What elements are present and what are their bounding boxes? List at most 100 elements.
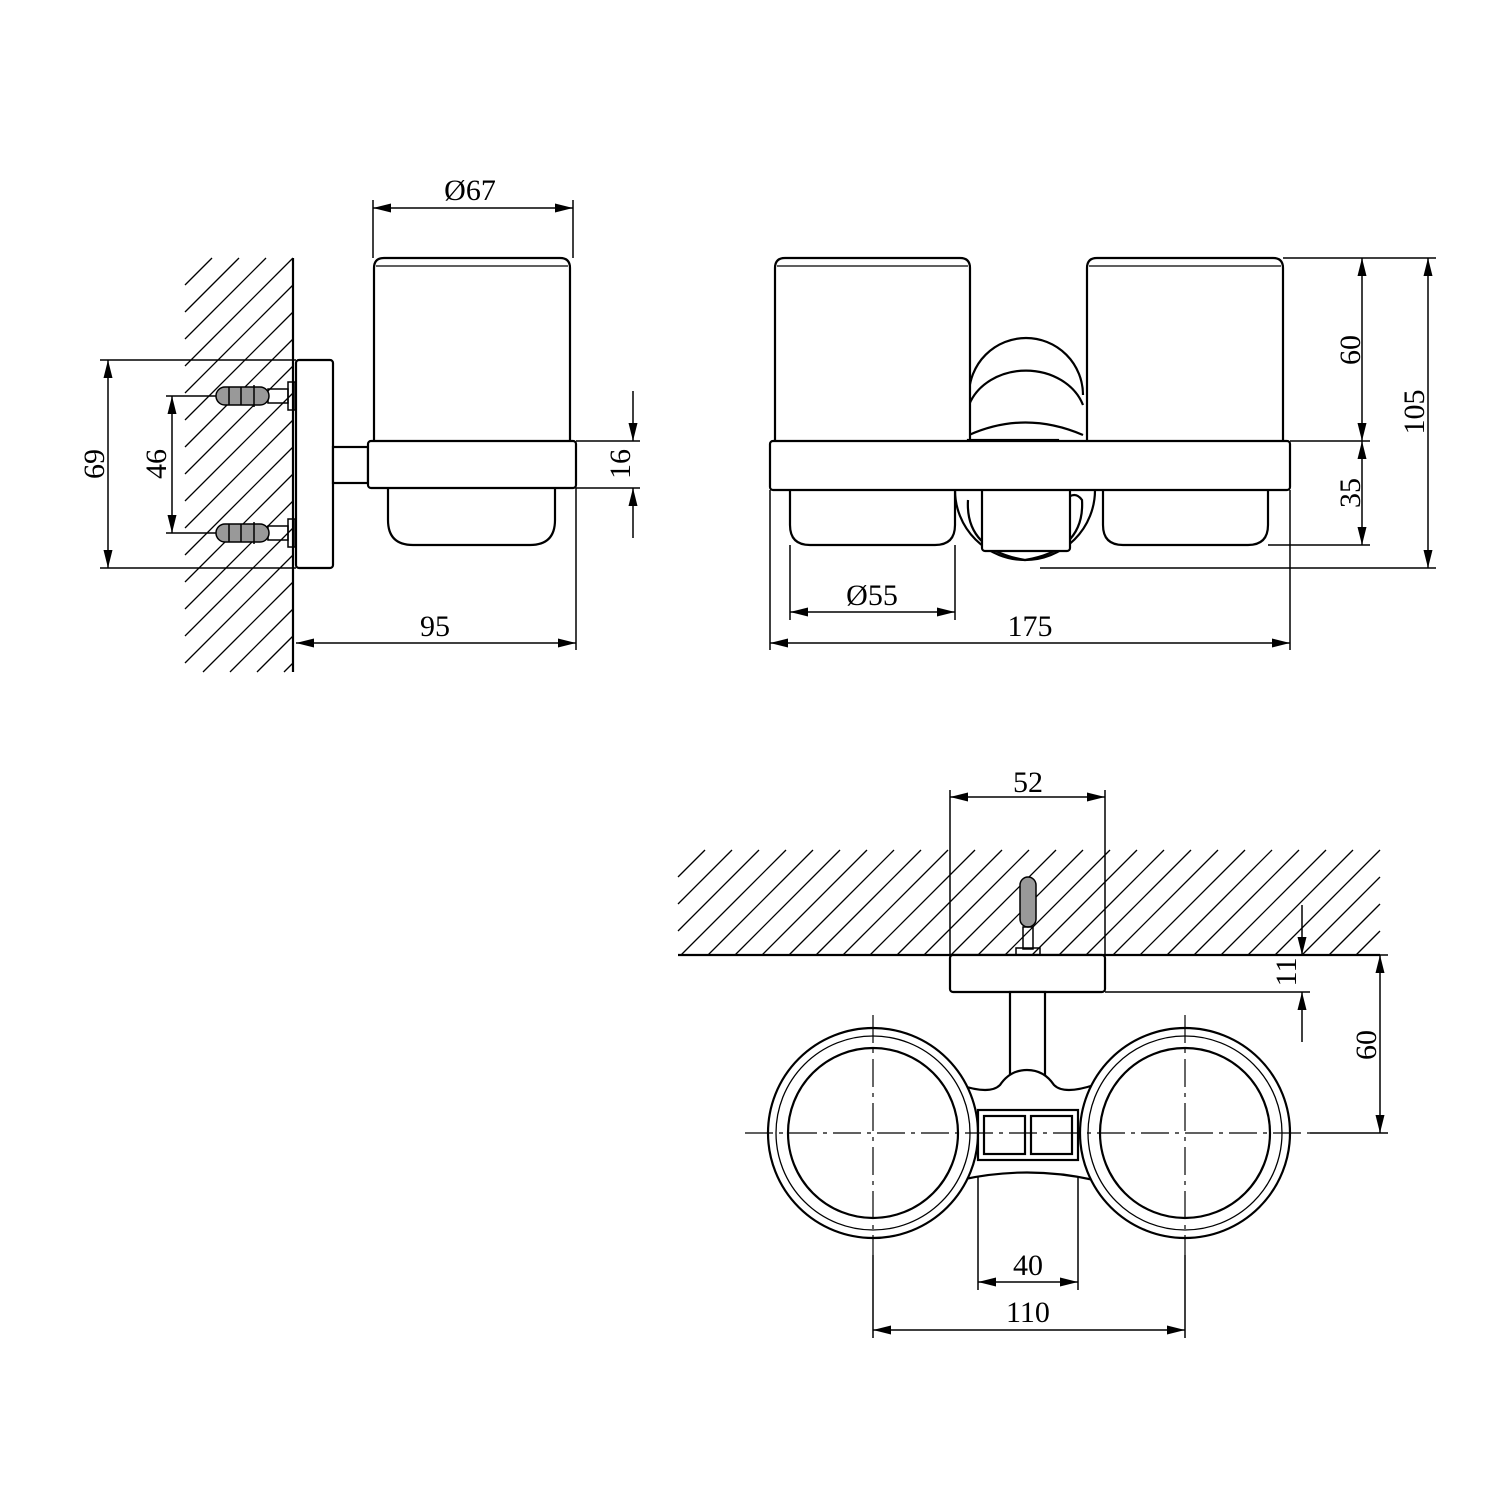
- dim-depth: 95: [420, 610, 450, 643]
- hatch-line: [256, 635, 294, 673]
- hatch-line: [184, 392, 294, 502]
- dim-plate-width: 52: [1013, 766, 1043, 799]
- arrowhead: [1297, 992, 1307, 1010]
- arrowhead: [950, 792, 968, 802]
- wall-plate-top: [948, 953, 1107, 994]
- hatch-line: [1031, 849, 1138, 956]
- arrowhead: [978, 1277, 996, 1287]
- arrowhead: [1357, 527, 1367, 545]
- arrowhead: [1375, 955, 1385, 973]
- arrowhead: [873, 1325, 891, 1335]
- dim-glass-height: 60: [1334, 335, 1367, 365]
- arrowhead: [1357, 441, 1367, 459]
- hatch-line: [1139, 849, 1246, 956]
- dim-center-depth: 60: [1350, 1030, 1383, 1060]
- dim-total-width: 175: [1008, 610, 1053, 643]
- hatch-line: [677, 849, 706, 878]
- side-view: [215, 256, 578, 672]
- dim-plate-thickness: 11: [1270, 958, 1303, 987]
- glass-left: [773, 256, 972, 441]
- screw-anchor-bottom: [215, 518, 296, 548]
- dim-bottom-diameter: Ø55: [846, 579, 898, 612]
- hatch-line: [184, 527, 294, 637]
- screw-anchor-top: [215, 381, 296, 411]
- hatch-line: [184, 554, 294, 664]
- hatch-line: [707, 849, 814, 956]
- hatch-line: [184, 365, 294, 475]
- arrowhead: [1423, 258, 1433, 276]
- screw-anchor-top-view: [1015, 876, 1041, 956]
- cup-bottom-left: [788, 490, 957, 547]
- hatch-line: [1274, 849, 1381, 956]
- mount-block: [980, 486, 1072, 553]
- hatch-line: [184, 257, 267, 340]
- arrowhead: [1357, 423, 1367, 441]
- hatch-line: [677, 849, 760, 932]
- hatch-line: [1328, 903, 1381, 956]
- hatch-line: [184, 419, 294, 529]
- hatch-line: [184, 257, 294, 367]
- arrowhead: [1087, 792, 1105, 802]
- front-view: [768, 256, 1292, 562]
- dim-plate-height: 69: [78, 449, 111, 479]
- hatch-line: [283, 662, 294, 673]
- arrowhead: [1357, 258, 1367, 276]
- dim-total-height: 105: [1398, 390, 1431, 435]
- glass: [372, 256, 572, 441]
- arrowhead: [296, 638, 314, 648]
- support-rod: [331, 445, 370, 485]
- arrowhead: [628, 488, 638, 506]
- arrowhead: [1423, 550, 1433, 568]
- hatch-line: [184, 257, 240, 313]
- arrowhead: [1167, 1325, 1185, 1335]
- hatch-line: [1058, 849, 1165, 956]
- hatch-line: [1112, 849, 1219, 956]
- arrowhead: [628, 423, 638, 441]
- hatch-line: [1247, 849, 1354, 956]
- hatch-line: [815, 849, 922, 956]
- hatch-line: [923, 849, 1030, 956]
- hatch-line: [1301, 876, 1381, 956]
- arrowhead: [790, 607, 808, 617]
- hatch-line: [950, 849, 1057, 956]
- hatch-line: [184, 446, 294, 556]
- dim-screw-spacing: 46: [140, 449, 173, 479]
- arrowhead: [558, 638, 576, 648]
- arrowhead: [555, 203, 573, 213]
- hatch-line: [184, 311, 294, 421]
- dim-bridge-width: 40: [1013, 1249, 1043, 1282]
- arrowhead: [1060, 1277, 1078, 1287]
- dim-lower-height: 35: [1334, 478, 1367, 508]
- wall-plate: [294, 358, 335, 570]
- hatch-line: [842, 849, 949, 956]
- glass-right: [1085, 256, 1285, 441]
- arrowhead: [937, 607, 955, 617]
- hatch-line: [184, 257, 213, 286]
- arrowhead: [103, 360, 113, 378]
- hatch-line: [761, 849, 868, 956]
- wall-hatching: [184, 257, 1381, 956]
- hatch-line: [1166, 849, 1273, 956]
- hatch-line: [788, 849, 895, 956]
- arrowhead: [1375, 1115, 1385, 1133]
- arrowhead: [1297, 937, 1307, 955]
- arrowhead: [167, 515, 177, 533]
- hatch-line: [202, 581, 294, 673]
- hatch-line: [677, 849, 733, 905]
- hatch-line: [1085, 849, 1192, 956]
- arrowhead: [373, 203, 391, 213]
- arrowhead: [103, 550, 113, 568]
- arrowhead: [770, 638, 788, 648]
- hatch-line: [1355, 930, 1381, 956]
- dim-center-spacing: 110: [1006, 1296, 1050, 1329]
- top-view: [678, 876, 1380, 1255]
- hatch-line: [1193, 849, 1300, 956]
- hatch-line: [184, 500, 294, 610]
- dimension-lines: [100, 200, 1436, 1338]
- hatch-line: [1220, 849, 1327, 956]
- hatch-line: [184, 284, 294, 394]
- hatch-line: [734, 849, 841, 956]
- arrowhead: [167, 396, 177, 414]
- hatch-line: [869, 849, 976, 956]
